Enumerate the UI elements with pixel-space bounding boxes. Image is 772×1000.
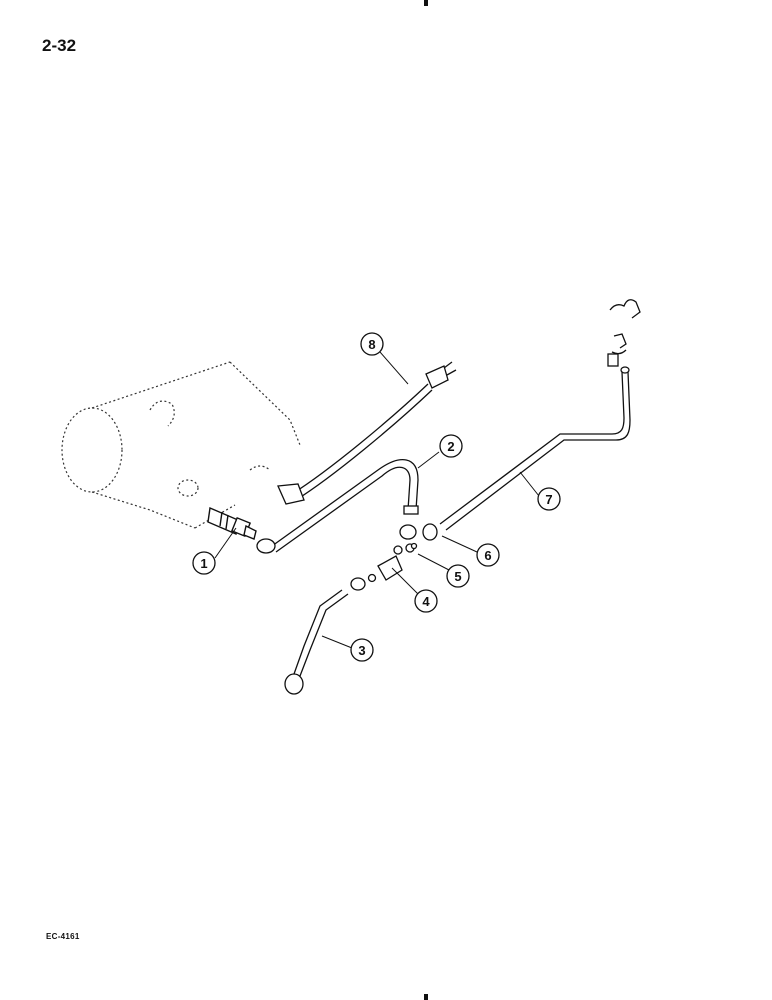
part-3-line bbox=[284, 589, 349, 695]
callout-7-label: 7 bbox=[545, 492, 552, 507]
callout-2: 2 bbox=[439, 434, 463, 458]
bottom-edge-mark bbox=[424, 994, 428, 1000]
fittings bbox=[350, 523, 438, 591]
callout-5: 5 bbox=[446, 564, 470, 588]
page-number: 2-32 bbox=[42, 36, 77, 55]
leader-lines bbox=[214, 351, 540, 649]
part-7-tube bbox=[439, 299, 641, 531]
callout-1: 1 bbox=[192, 551, 216, 575]
callout-4-label: 4 bbox=[422, 594, 430, 609]
callout-8: 8 bbox=[360, 332, 384, 356]
part-2-line bbox=[256, 459, 419, 554]
part-8-wire bbox=[277, 361, 457, 505]
callout-3-label: 3 bbox=[358, 643, 365, 658]
housing-outline bbox=[61, 361, 301, 529]
callout-4: 4 bbox=[414, 589, 438, 613]
figure-code: EC-4161 bbox=[46, 932, 80, 941]
callout-1-label: 1 bbox=[200, 556, 207, 571]
callout-5-label: 5 bbox=[454, 569, 461, 584]
callout-3: 3 bbox=[350, 638, 374, 662]
callout-2-label: 2 bbox=[447, 439, 454, 454]
top-edge-mark bbox=[424, 0, 428, 6]
callout-6: 6 bbox=[476, 543, 500, 567]
callout-6-label: 6 bbox=[484, 548, 491, 563]
callout-8-label: 8 bbox=[368, 337, 375, 352]
part-1-switch bbox=[207, 506, 257, 540]
callout-7: 7 bbox=[537, 487, 561, 511]
